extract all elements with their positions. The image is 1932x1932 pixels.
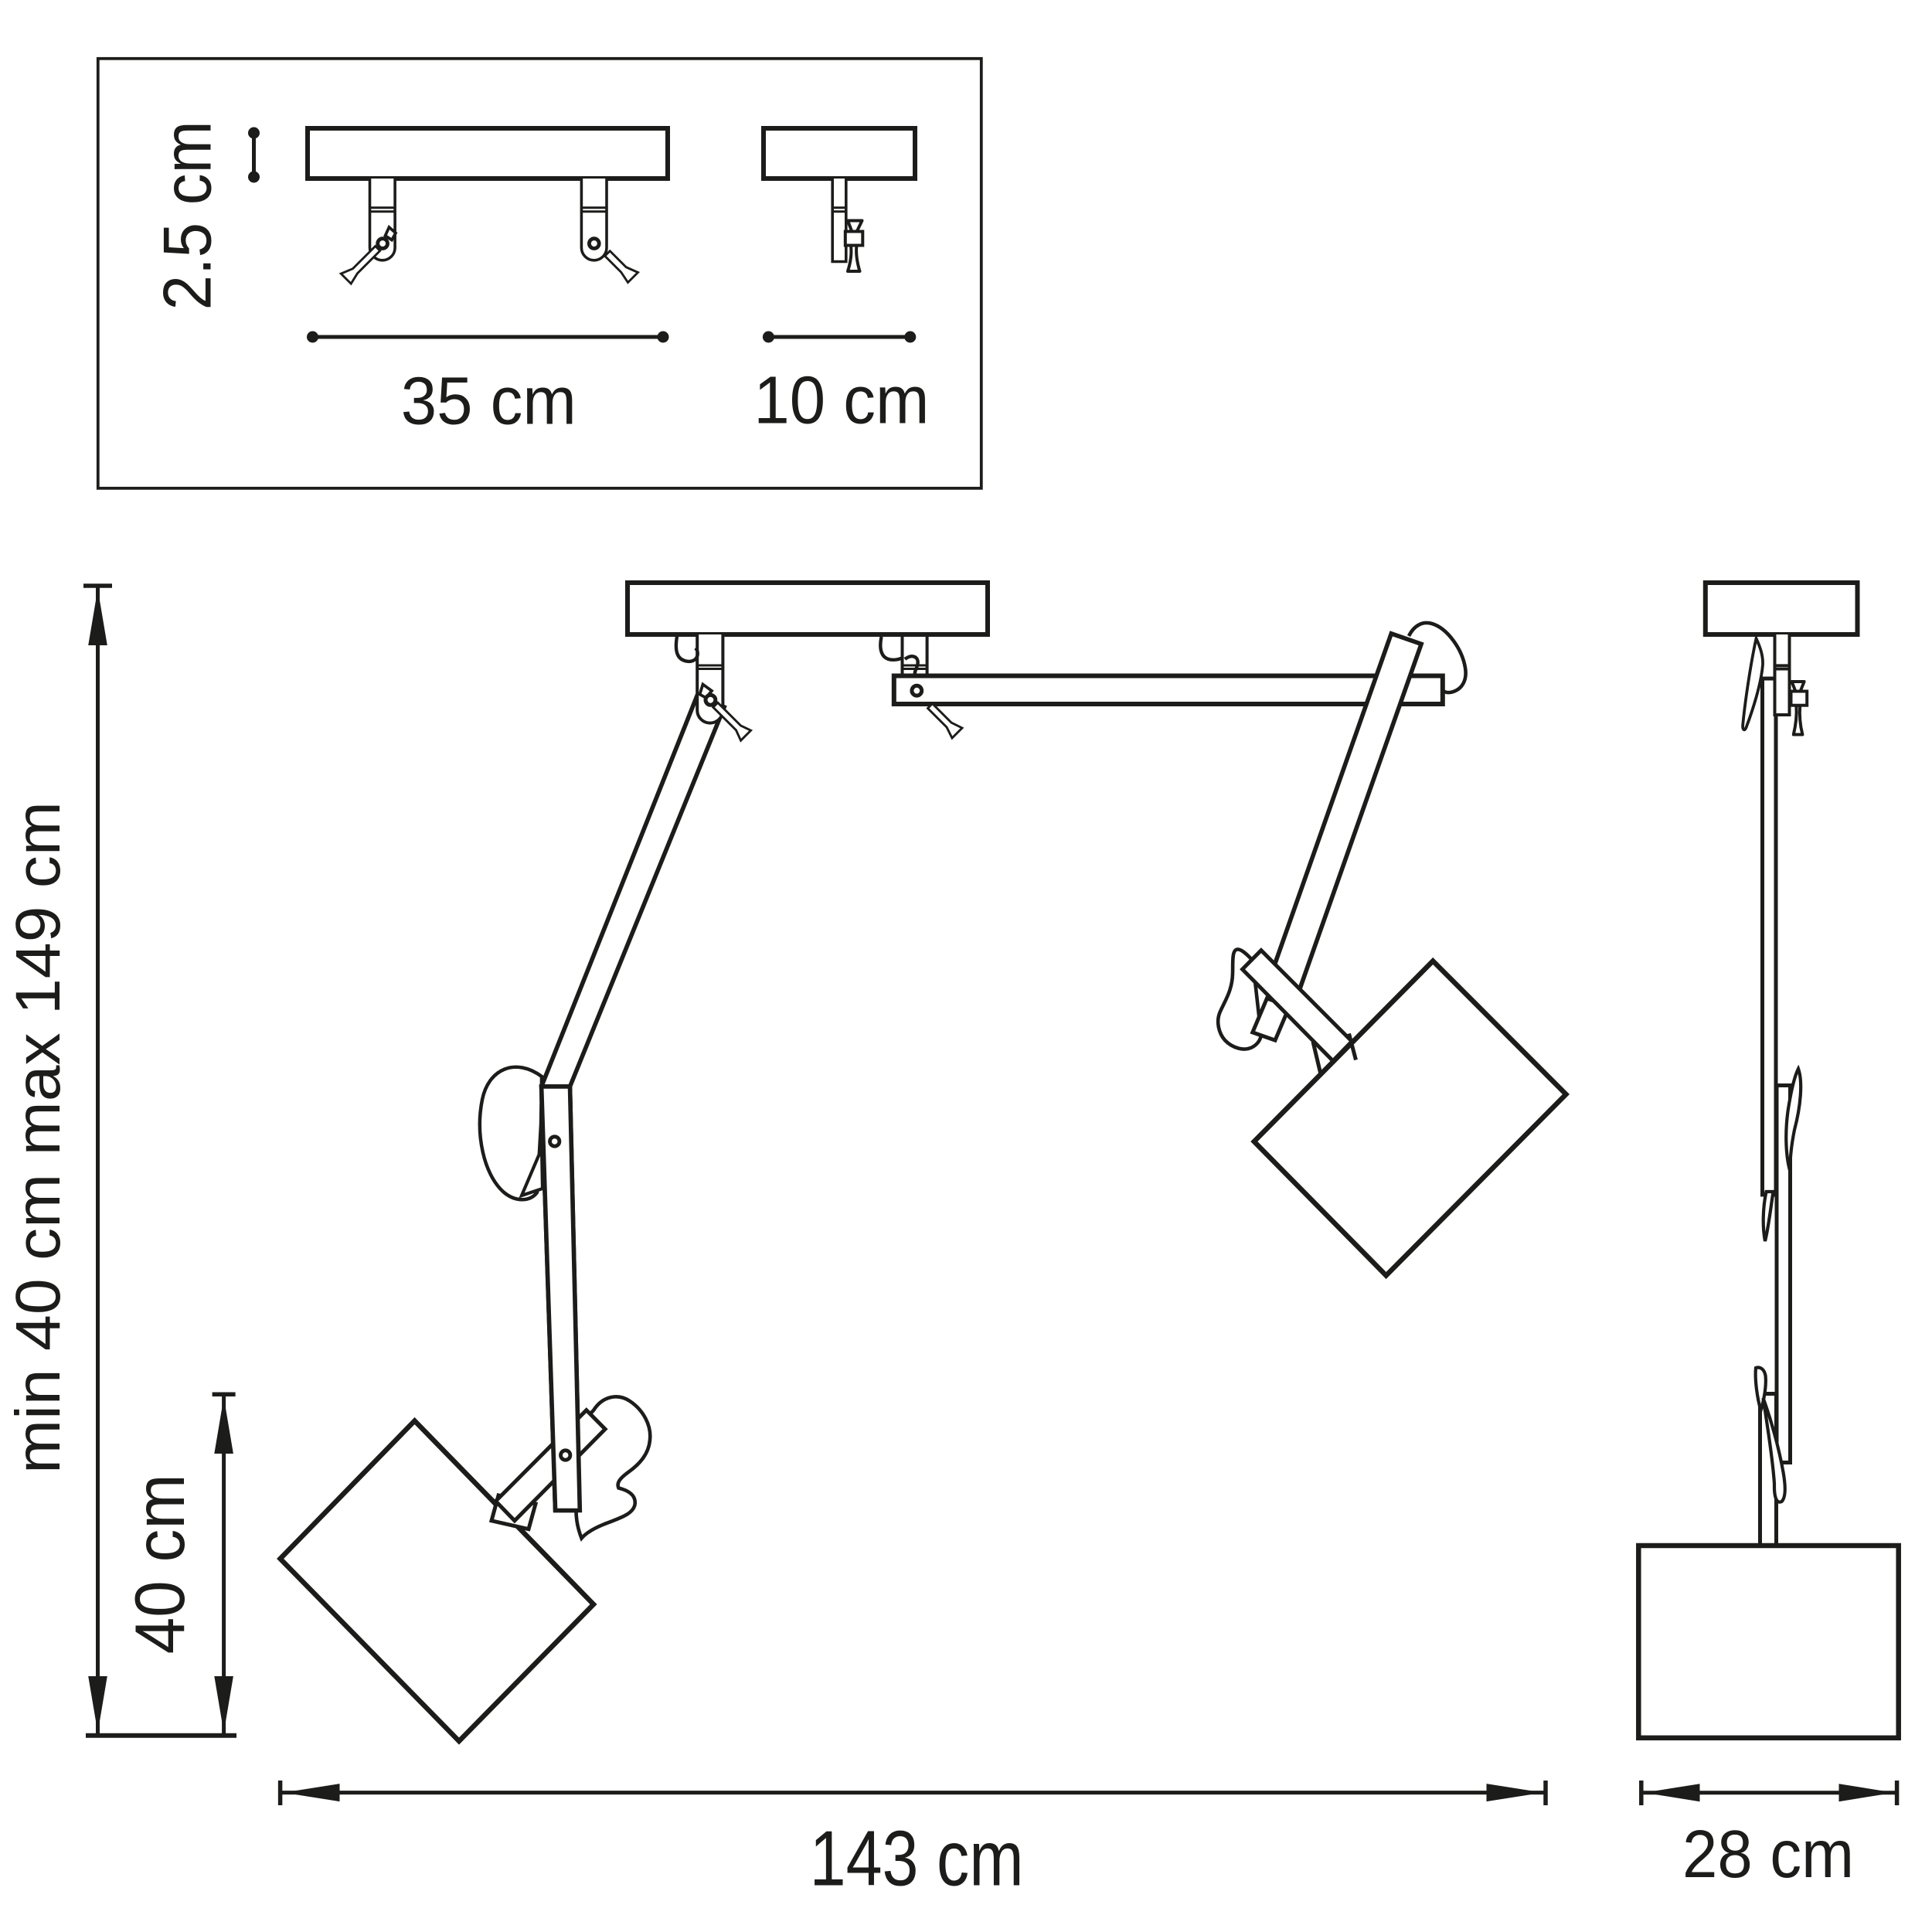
svg-text:40 cm: 40 cm: [121, 1474, 199, 1654]
svg-text:min 40 cm max 149 cm: min 40 cm max 149 cm: [3, 801, 73, 1474]
svg-text:28 cm: 28 cm: [1682, 1817, 1854, 1892]
svg-text:35 cm: 35 cm: [401, 363, 577, 438]
svg-text:2.5 cm: 2.5 cm: [148, 121, 225, 310]
svg-text:10 cm: 10 cm: [753, 363, 929, 438]
svg-text:143 cm: 143 cm: [810, 1816, 1024, 1903]
